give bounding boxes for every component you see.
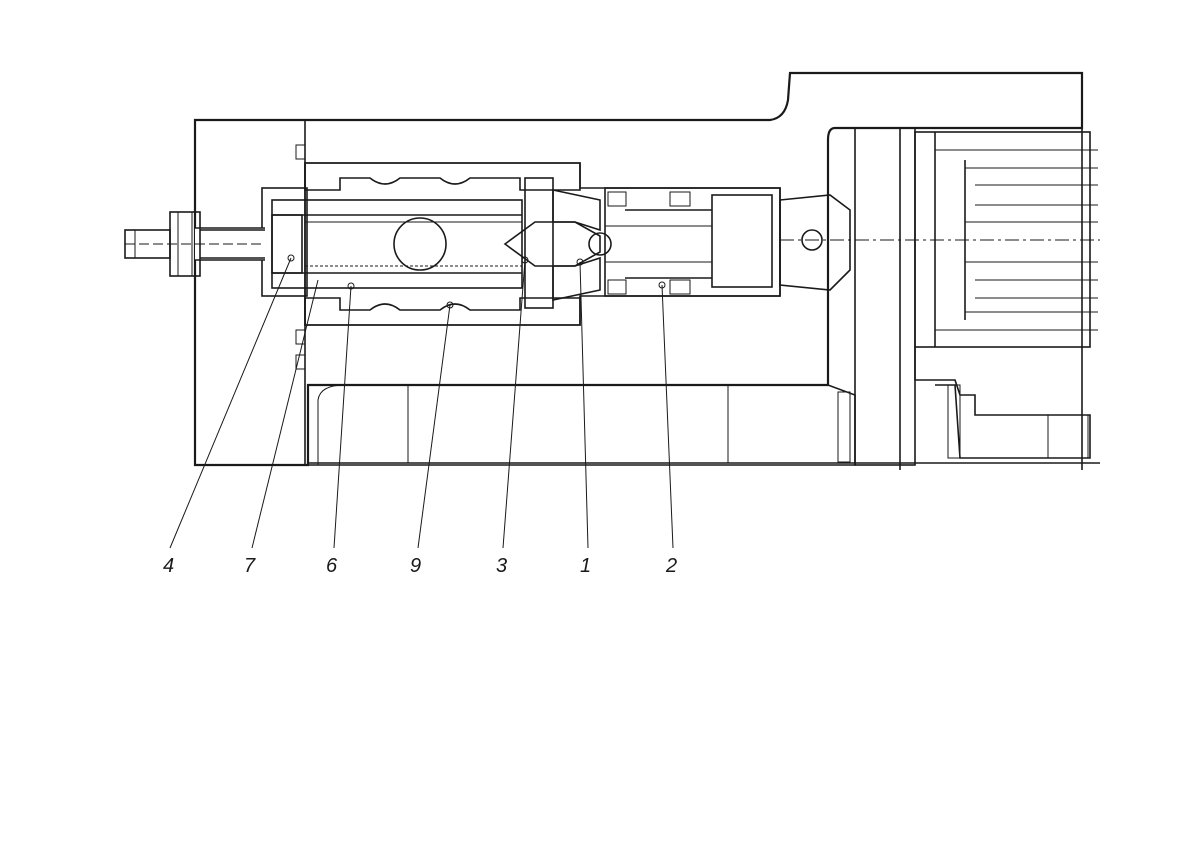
marker-4 bbox=[287, 254, 295, 262]
sleeve bbox=[304, 162, 581, 326]
rib-block bbox=[407, 384, 729, 464]
plate-lines bbox=[935, 149, 1098, 331]
clevis-pin bbox=[801, 229, 823, 251]
stud-assembly bbox=[124, 211, 265, 277]
flange-left bbox=[524, 177, 554, 309]
leader-6 bbox=[333, 285, 352, 549]
leader-4 bbox=[169, 257, 292, 549]
plate-block bbox=[914, 131, 1091, 348]
clevis bbox=[779, 194, 1100, 291]
end-cap-bore bbox=[261, 187, 308, 297]
leader-2 bbox=[661, 284, 674, 549]
leader-1 bbox=[579, 261, 589, 549]
callout-9: 9 bbox=[410, 555, 421, 577]
guide-top bbox=[607, 191, 627, 207]
piston-end-plug bbox=[271, 214, 303, 274]
sleeve-top bbox=[304, 162, 581, 191]
seal-top bbox=[295, 144, 306, 160]
clevis-body bbox=[779, 194, 851, 291]
port-hole bbox=[393, 217, 447, 271]
lower-body bbox=[307, 384, 856, 466]
callout-1: 1 bbox=[580, 555, 591, 577]
leader-lines bbox=[169, 257, 674, 549]
right-assembly bbox=[854, 73, 1098, 470]
spring-coils bbox=[711, 194, 773, 288]
seat-lower bbox=[552, 256, 601, 301]
piston-cylinder bbox=[271, 199, 523, 289]
nut bbox=[169, 211, 201, 277]
guide-bottom bbox=[607, 279, 627, 295]
poppet-cone bbox=[503, 221, 601, 267]
callout-7: 7 bbox=[244, 555, 256, 577]
ball bbox=[588, 232, 612, 256]
spring-housing bbox=[604, 187, 781, 297]
right-ribs bbox=[1047, 414, 1089, 459]
spring-chamber bbox=[604, 187, 781, 297]
right-frame bbox=[854, 127, 916, 466]
piston-body bbox=[271, 199, 529, 309]
leader-9 bbox=[417, 304, 451, 549]
housing-outer bbox=[193, 71, 1084, 467]
leader-3 bbox=[502, 259, 526, 549]
callout-6: 6 bbox=[326, 555, 338, 577]
sleeve-bottom bbox=[304, 297, 581, 326]
callout-4: 4 bbox=[163, 555, 174, 577]
callout-3: 3 bbox=[496, 555, 507, 577]
right-lower-step bbox=[914, 347, 1091, 459]
callout-2: 2 bbox=[665, 555, 677, 577]
seat-upper bbox=[552, 189, 601, 232]
leader-7 bbox=[251, 279, 319, 549]
lower-ribbed-section bbox=[307, 384, 1100, 466]
callout-labels: 4 7 6 9 3 1 2 bbox=[163, 555, 677, 577]
